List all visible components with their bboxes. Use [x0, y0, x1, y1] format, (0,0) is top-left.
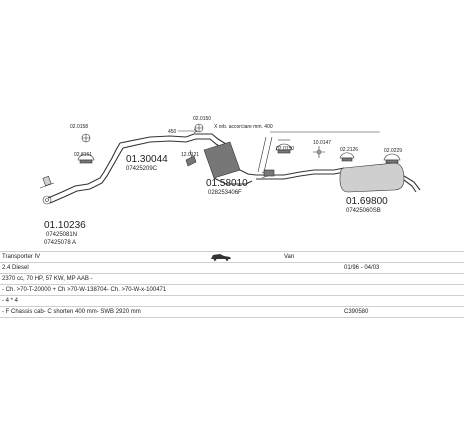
centre-silencer[interactable]: [203, 141, 257, 185]
fitting-label: 02.0229: [384, 148, 402, 154]
dimension-label: 450: [168, 129, 177, 135]
hanger-icon-2: [313, 146, 325, 158]
drive-note: - 4 * 4: [2, 298, 19, 304]
part-code-mid-pipe[interactable]: 01.30044: [126, 154, 168, 165]
part-sub2-front-pipe: 07425078 A: [44, 240, 76, 246]
fitting-label: 02.8161: [74, 152, 92, 158]
part-code-front-pipe[interactable]: 01.10236: [44, 220, 86, 231]
part-sub-centre-silencer: 028253406F: [208, 190, 242, 196]
flange-icon: [42, 195, 52, 205]
part-sub1-front-pipe: 07425081N: [46, 232, 77, 238]
info-row-engine: 2.4 Diesel 01/96 - 04/03: [0, 262, 464, 273]
info-row-config: - F Chassis cab- C shorten 400 mm- SWB 2…: [0, 306, 464, 318]
exhaust-system-diagram: 02.0158 02.8161 02.0150 12.0121 02.0150 …: [39, 116, 421, 246]
connecting-pipe[interactable]: [256, 167, 345, 180]
fitting-label: 02.0150: [193, 116, 211, 122]
vehicle-info-table: Transporter IV Van 2.4 Diesel 01/96 - 04…: [0, 251, 464, 318]
clamp-icon-2: [77, 153, 95, 164]
dimension-marker: [178, 128, 198, 134]
fitting-label: 12.0121: [181, 152, 199, 158]
part-sub-mid-pipe: 07425209C: [126, 166, 158, 172]
rear-silencer[interactable]: [339, 162, 421, 193]
part-code-rear-silencer[interactable]: 01.69800: [346, 196, 388, 207]
fitting-label: 02.0150: [276, 146, 294, 152]
fitting-label: 02.0158: [70, 124, 88, 130]
clamp-icon-6: [383, 153, 401, 164]
part-code-centre-silencer[interactable]: 01.58010: [206, 178, 248, 189]
info-row-drive: - 4 * 4: [0, 295, 464, 306]
cut-marker: [257, 131, 380, 179]
car-icon: [210, 252, 232, 262]
body-type: Van: [284, 254, 295, 260]
info-row-chassis: - Ch. >70-T-20000 + Ch >70-W-138704- Ch.…: [0, 284, 464, 295]
config-note: - F Chassis cab- C shorten 400 mm- SWB 2…: [2, 309, 141, 315]
model-name: Transporter IV: [2, 254, 41, 260]
cut-note: X orb. accorciare mm. 400: [214, 124, 273, 130]
clamp-icon-1: [81, 133, 91, 143]
info-row-specs: 2370 cc, 70 HP, 57 KW, MP AAB -: [0, 273, 464, 284]
years: 01/96 - 04/03: [344, 265, 380, 271]
fitting-label: 02.2126: [340, 147, 358, 153]
gasket-front: [39, 175, 55, 189]
chassis-range: - Ch. >70-T-20000 + Ch >70-W-138704- Ch.…: [2, 287, 167, 293]
engine: 2.4 Diesel: [2, 265, 29, 271]
clamp-icon-3: [194, 123, 204, 133]
specs: 2370 cc, 70 HP, 57 KW, MP AAB -: [2, 276, 93, 282]
hanger-icon-1: [185, 149, 197, 167]
fitting-label: 10.0147: [313, 140, 331, 146]
mid-pipe[interactable]: [119, 133, 227, 149]
reference-code: C390580: [344, 309, 369, 315]
clamp-icon-5: [339, 152, 355, 162]
clamp-icon-4: [275, 139, 293, 154]
info-row-model: Transporter IV Van: [0, 251, 464, 262]
clamp-icon: [263, 169, 275, 177]
part-sub-rear-silencer: 07425060SB: [346, 208, 381, 214]
front-pipe[interactable]: [42, 142, 124, 205]
